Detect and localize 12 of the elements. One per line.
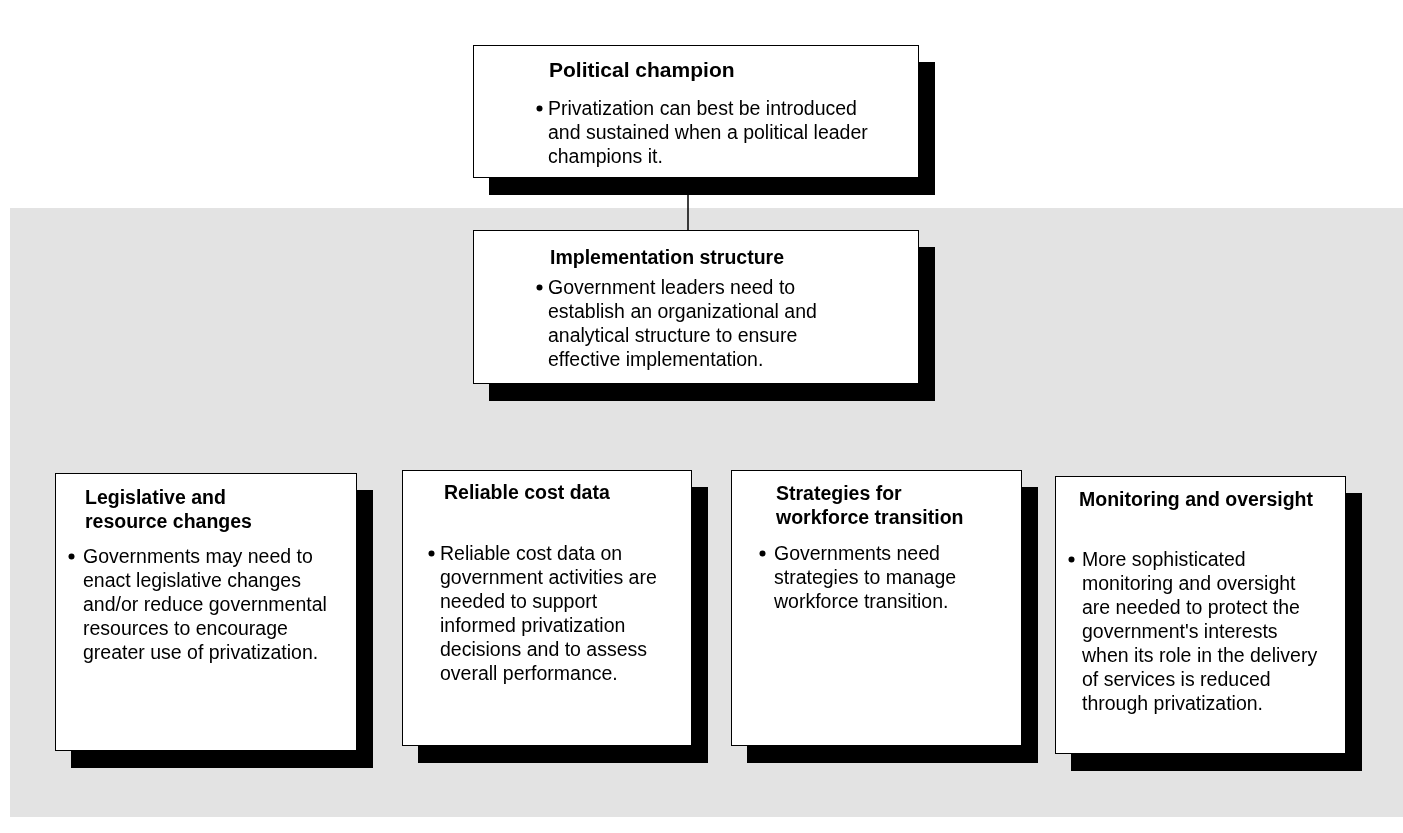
bullet-text: Governments may need to enact legislative changes and/or reduce governmental resources to encourage greater use of privatization. bbox=[83, 544, 328, 664]
bullet-text: More sophisticated monitoring and oversight are needed to protect the government's interests when its role in the delivery of services is reduced through privatization. bbox=[1082, 547, 1319, 715]
box-heading: Political champion bbox=[549, 58, 736, 82]
box-heading: Monitoring and oversight bbox=[1079, 487, 1314, 511]
bullet-text: Governments need strategies to manage workforce transition. bbox=[774, 541, 958, 613]
bullet-text: Reliable cost data on government activities are needed to support informed privatization decisions and to assess overall performance. bbox=[440, 541, 658, 685]
box-heading: Legislative and resource changes bbox=[85, 485, 253, 533]
box-heading: Reliable cost data bbox=[444, 480, 611, 504]
bullet-text: Government leaders need to establish an organizational and analytical structure to ensure effective implementation. bbox=[548, 275, 818, 371]
box-heading: Implementation structure bbox=[550, 245, 786, 269]
bullet-text: Privatization can best be introduced and sustained when a political leader champions it. bbox=[548, 96, 869, 168]
box-heading: Strategies for workforce transition bbox=[776, 481, 965, 529]
